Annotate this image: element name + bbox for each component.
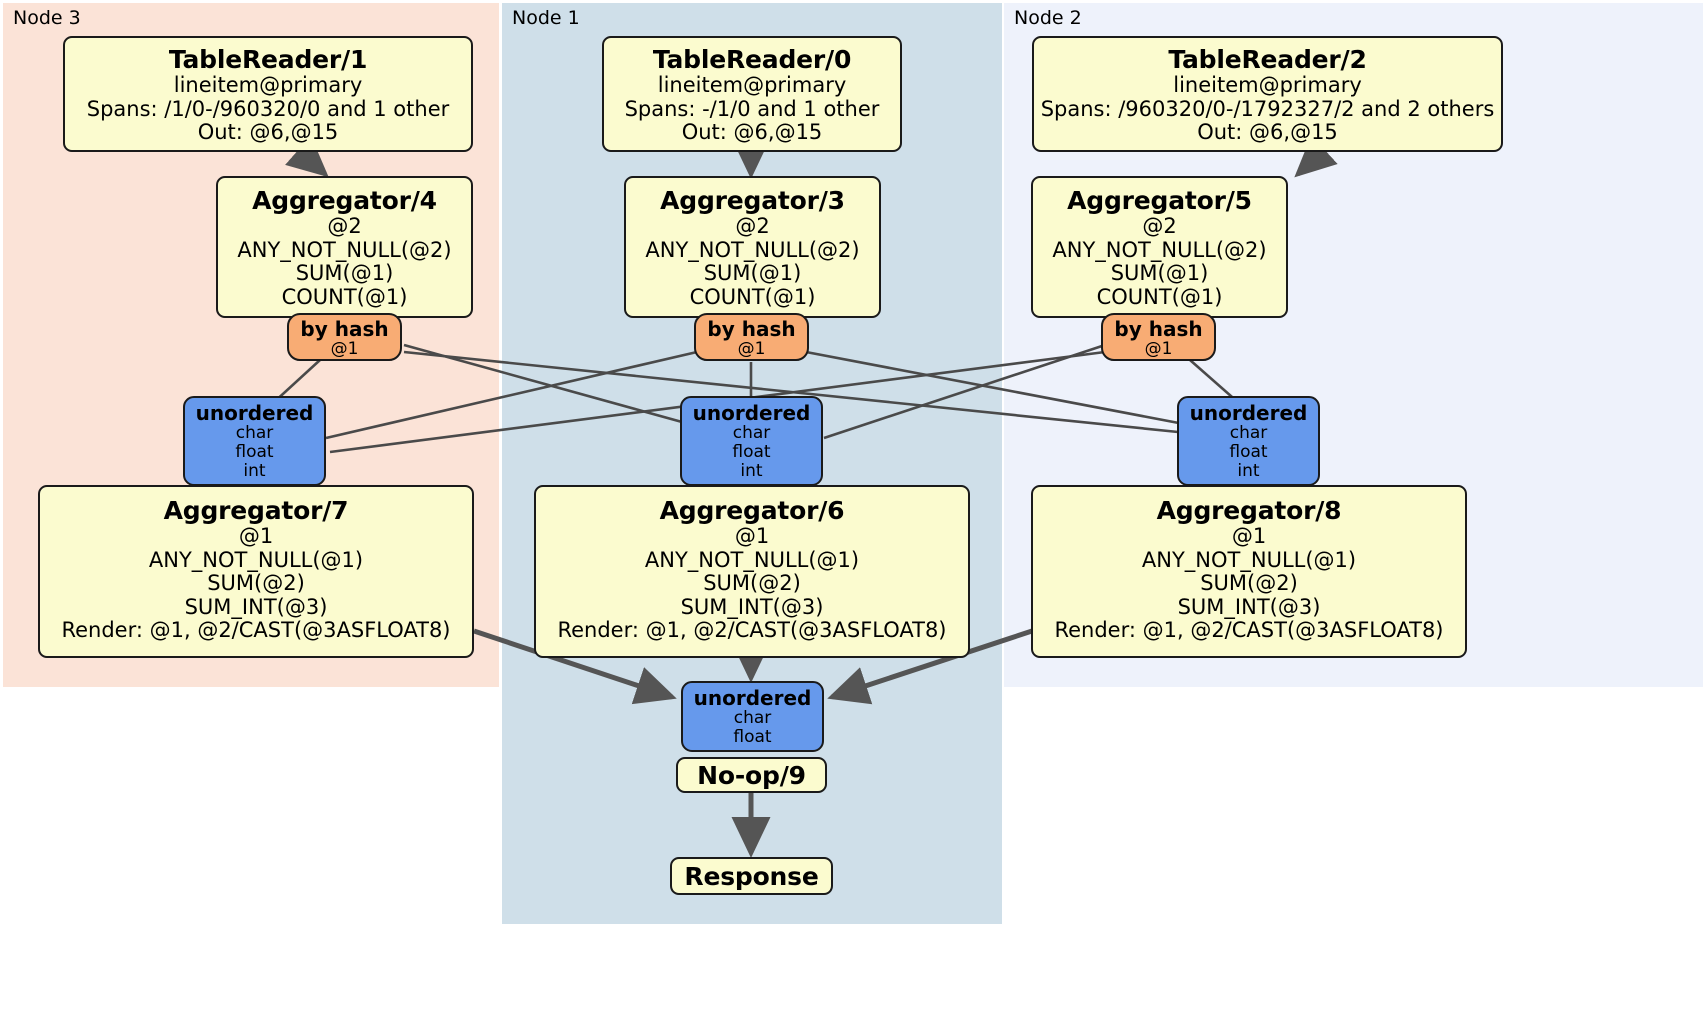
router-title: by hash (300, 317, 389, 341)
processor-aggregator-4[interactable]: Aggregator/4 @2 ANY_NOT_NULL(@2) SUM(@1)… (216, 176, 473, 318)
synchronizer-type-1: float (1229, 442, 1268, 463)
node-panel-label-node2: Node 2 (1014, 7, 1082, 29)
processor-detail-render: Render: @1, @2/CAST(@3ASFLOAT8) (1054, 618, 1444, 643)
processor-detail-groupcol: @2 (327, 214, 362, 238)
processor-detail-table: lineitem@primary (657, 73, 847, 97)
processor-detail-agg-2: SUM_INT(@3) (1177, 594, 1321, 619)
processor-response[interactable]: Response (670, 857, 833, 895)
processor-detail-agg-2: SUM_INT(@3) (680, 594, 824, 619)
synchronizer-type-2: int (1237, 461, 1260, 482)
input-synchronizer-unordered-final[interactable]: unordered char float (681, 681, 824, 752)
processor-title: TableReader/1 (168, 45, 368, 74)
synchronizer-title: unordered (1189, 401, 1308, 425)
processor-title: Aggregator/3 (660, 186, 845, 215)
processor-detail-render: Render: @1, @2/CAST(@3ASFLOAT8) (61, 618, 451, 643)
processor-detail-spans: Spans: -/1/0 and 1 other (624, 96, 880, 121)
processor-detail-groupcol: @1 (734, 524, 770, 548)
output-router-by-hash-right[interactable]: by hash @1 (1101, 313, 1216, 361)
processor-detail-spans: Spans: /1/0-/960320/0 and 1 other (86, 96, 450, 121)
synchronizer-type-1: float (732, 442, 771, 463)
processor-title: TableReader/2 (1168, 45, 1367, 74)
processor-detail-table: lineitem@primary (173, 73, 363, 97)
processor-title: TableReader/0 (652, 45, 852, 74)
synchronizer-type-1: float (235, 442, 274, 463)
processor-detail-groupcol: @2 (735, 214, 770, 238)
processor-aggregator-5[interactable]: Aggregator/5 @2 ANY_NOT_NULL(@2) SUM(@1)… (1031, 176, 1288, 318)
processor-title: Aggregator/6 (659, 496, 845, 525)
processor-detail-agg-1: SUM(@1) (1110, 261, 1209, 286)
processor-detail-agg-1: SUM(@2) (703, 571, 801, 596)
processor-detail-agg-0: ANY_NOT_NULL(@2) (237, 237, 452, 262)
processor-detail-groupcol: @1 (238, 524, 274, 548)
processor-title: Response (684, 862, 819, 891)
router-column: @1 (737, 339, 766, 360)
processor-detail-agg-1: SUM(@1) (295, 261, 394, 286)
processor-aggregator-8[interactable]: Aggregator/8 @1 ANY_NOT_NULL(@1) SUM(@2)… (1031, 485, 1467, 658)
processor-detail-agg-0: ANY_NOT_NULL(@1) (148, 547, 364, 572)
processor-title: No-op/9 (697, 761, 806, 790)
node-panel-label-node1: Node 1 (512, 7, 580, 29)
synchronizer-title: unordered (693, 686, 812, 710)
processor-detail-out: Out: @6,@15 (197, 120, 339, 145)
node-panel-label-node3: Node 3 (13, 7, 81, 29)
synchronizer-title: unordered (692, 401, 811, 425)
processor-detail-agg-2: SUM_INT(@3) (184, 594, 328, 619)
router-title: by hash (1114, 317, 1203, 341)
processor-detail-agg-1: SUM(@2) (207, 571, 305, 596)
processor-detail-render: Render: @1, @2/CAST(@3ASFLOAT8) (557, 618, 947, 643)
synchronizer-type-1: float (733, 727, 772, 748)
processor-detail-agg-2: COUNT(@1) (281, 284, 408, 309)
router-title: by hash (707, 317, 796, 341)
output-router-by-hash-left[interactable]: by hash @1 (287, 313, 402, 361)
processor-detail-agg-0: ANY_NOT_NULL(@2) (1052, 237, 1267, 262)
processor-detail-spans: Spans: /960320/0-/1792327/2 and 2 others (1040, 96, 1495, 121)
processor-detail-agg-1: SUM(@1) (703, 261, 802, 286)
output-router-by-hash-center[interactable]: by hash @1 (694, 313, 809, 361)
processor-title: Aggregator/4 (252, 186, 437, 215)
synchronizer-type-0: char (733, 708, 772, 729)
processor-tablereader-1[interactable]: TableReader/1 lineitem@primary Spans: /1… (63, 36, 473, 152)
processor-tablereader-2[interactable]: TableReader/2 lineitem@primary Spans: /9… (1032, 36, 1503, 152)
processor-aggregator-3[interactable]: Aggregator/3 @2 ANY_NOT_NULL(@2) SUM(@1)… (624, 176, 881, 318)
router-column: @1 (330, 339, 359, 360)
synchronizer-title: unordered (195, 401, 314, 425)
processor-title: Aggregator/8 (1156, 496, 1342, 525)
synchronizer-type-0: char (235, 423, 274, 444)
processor-aggregator-7[interactable]: Aggregator/7 @1 ANY_NOT_NULL(@1) SUM(@2)… (38, 485, 474, 658)
processor-detail-agg-2: COUNT(@1) (1096, 284, 1223, 309)
processor-detail-groupcol: @2 (1142, 214, 1177, 238)
input-synchronizer-unordered-left[interactable]: unordered char float int (183, 396, 326, 486)
processor-tablereader-0[interactable]: TableReader/0 lineitem@primary Spans: -/… (602, 36, 902, 152)
processor-detail-agg-2: COUNT(@1) (689, 284, 816, 309)
processor-detail-agg-0: ANY_NOT_NULL(@1) (1141, 547, 1357, 572)
router-column: @1 (1144, 339, 1173, 360)
processor-detail-out: Out: @6,@15 (1197, 120, 1338, 145)
synchronizer-type-0: char (732, 423, 771, 444)
processor-detail-agg-0: ANY_NOT_NULL(@1) (644, 547, 860, 572)
processor-no-op-9[interactable]: No-op/9 (676, 757, 827, 793)
processor-title: Aggregator/5 (1067, 186, 1252, 215)
input-synchronizer-unordered-center[interactable]: unordered char float int (680, 396, 823, 486)
processor-detail-table: lineitem@primary (1173, 73, 1362, 97)
processor-detail-agg-1: SUM(@2) (1200, 571, 1298, 596)
input-synchronizer-unordered-right[interactable]: unordered char float int (1177, 396, 1320, 486)
processor-aggregator-6[interactable]: Aggregator/6 @1 ANY_NOT_NULL(@1) SUM(@2)… (534, 485, 970, 658)
processor-detail-out: Out: @6,@15 (681, 120, 823, 145)
processor-detail-groupcol: @1 (1231, 524, 1267, 548)
processor-detail-agg-0: ANY_NOT_NULL(@2) (645, 237, 860, 262)
synchronizer-type-0: char (1229, 423, 1268, 444)
processor-title: Aggregator/7 (163, 496, 349, 525)
synchronizer-type-2: int (243, 461, 266, 482)
synchronizer-type-2: int (740, 461, 763, 482)
